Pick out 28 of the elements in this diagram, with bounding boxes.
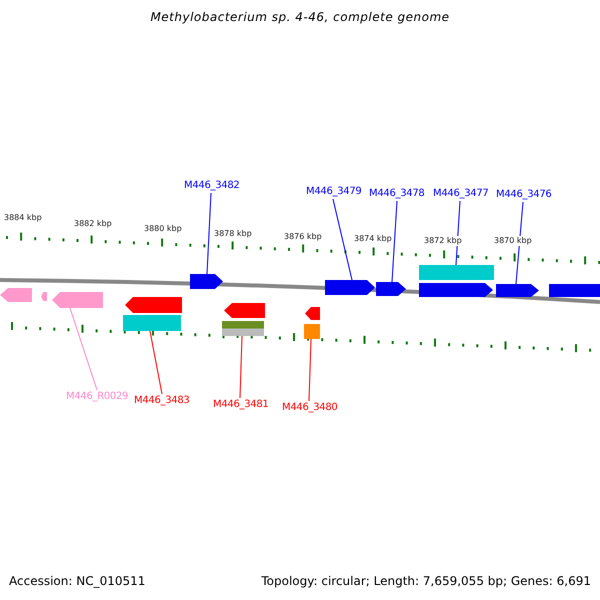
leader-line	[206, 192, 212, 274]
gene-label: M446_3479	[306, 185, 362, 199]
scale-label: 3884 kbp	[4, 213, 42, 223]
gene-label: M446_3481	[213, 398, 268, 412]
scale-label: 3880 kbp	[144, 224, 182, 234]
leader-line	[308, 338, 312, 402]
accession-text: Accession: NC_010511	[9, 574, 146, 588]
leader-line	[240, 336, 242, 398]
genome-info-text: Topology: circular; Length: 7,659,055 bp; Genes: 6,691	[261, 574, 591, 588]
gene-label: M446_3480	[282, 401, 338, 415]
title: Methylobacterium sp. 4-46, complete genome	[149, 10, 451, 24]
leader-line	[516, 202, 524, 284]
gene-label: M446_3483	[134, 394, 190, 408]
leader-line	[150, 330, 162, 394]
scale-label: 3874 kbp	[354, 234, 392, 244]
leader-line	[392, 200, 398, 282]
scale-label: 3882 kbp	[74, 219, 112, 229]
scale-label: 3876 kbp	[284, 232, 322, 242]
gene-label: M446_3482	[184, 179, 240, 193]
gene-label: M446_3478	[369, 187, 424, 201]
scale-label: 3870 kbp	[494, 236, 532, 246]
gene-label: M446_R0029	[66, 390, 128, 404]
scale-label: 3872 kbp	[424, 236, 462, 246]
leader-line	[332, 198, 352, 280]
gene-label: M446_3477	[433, 187, 488, 201]
scale-label: 3878 kbp	[214, 229, 252, 239]
gene-label: M446_3476	[496, 188, 552, 202]
leader-line	[70, 308, 98, 390]
